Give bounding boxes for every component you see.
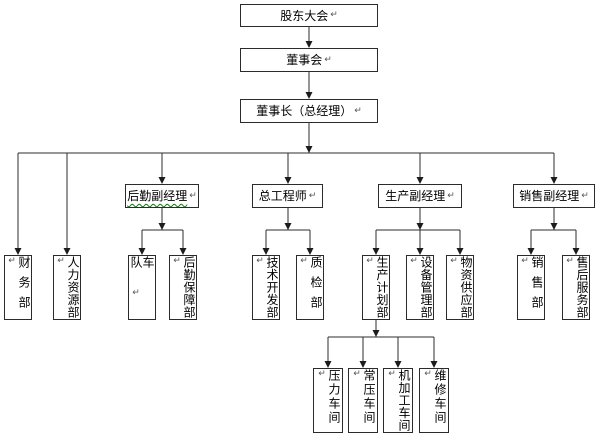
paragraph-return-mark: ↵ xyxy=(449,256,459,266)
pressure-workshop-box: 压力车间↵ xyxy=(313,368,343,433)
paragraph-return-mark: ↵ xyxy=(189,190,197,201)
paragraph-return-mark: ↵ xyxy=(581,190,589,201)
after-sales-service-dept-box: 售后服务部↵ xyxy=(562,255,590,320)
box-label: 压力车间 xyxy=(327,369,341,425)
logistics-deputy-manager-box: 后勤副经理↵ xyxy=(125,184,199,208)
paragraph-return-mark: ↵ xyxy=(423,369,433,379)
box-label: 机加工车间 xyxy=(397,369,411,432)
material-supply-dept-box: 物资供应部↵ xyxy=(446,255,474,320)
board-of-directors-box: 董事会↵ xyxy=(240,48,378,72)
paragraph-return-mark: ↵ xyxy=(520,256,530,266)
box-label: 质检部 xyxy=(309,256,323,316)
paragraph-return-mark: ↵ xyxy=(299,256,309,266)
logistics-support-dept-box: 后勤保障部↵ xyxy=(169,255,197,320)
box-label: 人力资源部 xyxy=(66,256,80,319)
box-label: 生产副经理 xyxy=(385,189,446,203)
paragraph-return-mark: ↵ xyxy=(56,256,66,266)
paragraph-return-mark: ↵ xyxy=(317,369,327,379)
box-label: 设备管理部 xyxy=(419,256,433,319)
box-label: 维修车间 xyxy=(433,369,447,425)
quality-inspection-dept-box: 质检部↵ xyxy=(296,255,324,320)
paragraph-return-mark: ↵ xyxy=(352,369,362,379)
equipment-management-dept-box: 设备管理部↵ xyxy=(406,255,434,320)
hr-dept-box: 人力资源部↵ xyxy=(53,255,81,320)
paragraph-return-mark: ↵ xyxy=(131,288,141,298)
box-label: 技术开发部 xyxy=(265,256,279,319)
finance-dept-box: 财务部↵ xyxy=(4,255,32,320)
box-label: 董事会 xyxy=(286,53,323,67)
paragraph-return-mark: ↵ xyxy=(565,256,575,266)
paragraph-return-mark: ↵ xyxy=(387,369,397,379)
paragraph-return-mark: ↵ xyxy=(324,54,332,65)
paragraph-return-mark: ↵ xyxy=(308,190,317,201)
paragraph-return-mark: ↵ xyxy=(354,105,362,116)
paragraph-return-mark: ↵ xyxy=(330,10,338,20)
machining-workshop-box: 机加工车间↵ xyxy=(383,368,413,433)
maintenance-workshop-box: 维修车间↵ xyxy=(419,368,449,433)
paragraph-return-mark: ↵ xyxy=(172,256,182,266)
paragraph-return-mark: ↵ xyxy=(447,190,455,201)
box-label: 股东大会 xyxy=(280,8,329,23)
box-label: 财务部 xyxy=(17,256,31,316)
chief-engineer-box: 总工程师↵ xyxy=(252,184,323,208)
box-label: 总工程师 xyxy=(258,189,307,203)
chairman-general-manager-box: 董事长（总经理）↵ xyxy=(240,99,378,123)
paragraph-return-mark: ↵ xyxy=(255,256,265,266)
box-label: 销售副经理 xyxy=(519,189,580,203)
atmospheric-pressure-workshop-box: 常压车间↵ xyxy=(348,368,378,433)
box-label: 生产计划部 xyxy=(375,256,389,319)
paragraph-return-mark: ↵ xyxy=(409,256,419,266)
paragraph-return-mark: ↵ xyxy=(365,256,375,266)
box-label: 车队 xyxy=(129,256,155,288)
box-label: 物资供应部 xyxy=(459,256,473,319)
sales-deputy-manager-box: 销售副经理↵ xyxy=(513,184,595,208)
production-planning-dept-box: 生产计划部↵ xyxy=(362,255,390,320)
shareholders-meeting-box: 股东大会↵ xyxy=(240,4,378,27)
production-deputy-manager-box: 生产副经理↵ xyxy=(378,184,462,208)
box-label: 售后服务部 xyxy=(575,256,589,319)
paragraph-return-mark: ↵ xyxy=(7,256,17,266)
box-label: 董事长（总经理） xyxy=(256,104,353,118)
tech-development-dept-box: 技术开发部↵ xyxy=(252,255,280,320)
box-label: 常压车间 xyxy=(362,369,376,425)
box-label: 后勤保障部 xyxy=(182,256,196,319)
sales-dept-box: 销售部↵ xyxy=(517,255,545,320)
box-label: 销售部 xyxy=(530,256,544,316)
box-label: 后勤副经理 xyxy=(127,189,188,203)
fleet-box: 车队↵ xyxy=(128,255,156,320)
